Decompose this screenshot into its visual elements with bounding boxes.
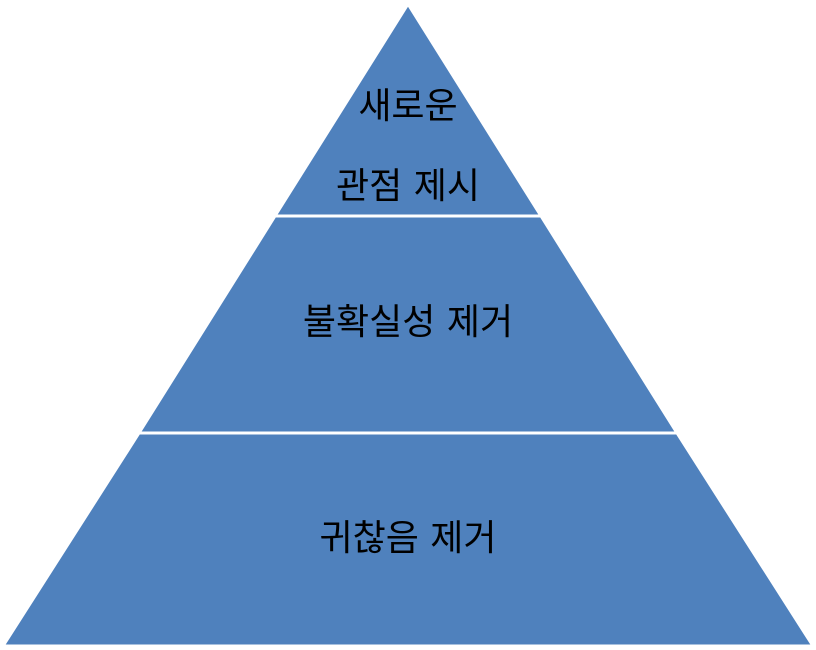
- pyramid-tier-top: 새로운 관점 제시: [272, 1, 544, 218]
- pyramid-tier-middle-label: 불확실성 제거: [303, 302, 513, 343]
- pyramid-tier-bottom-label: 귀찮음 제거: [319, 518, 496, 559]
- pyramid-tier-bottom-shape: [0, 431, 816, 648]
- pyramid-tier-top-label-line-2: 관점 제시: [336, 166, 480, 207]
- pyramid-tier-top-label-line-1: 새로운: [358, 86, 457, 127]
- pyramid-tier-bottom: 귀찮음 제거: [0, 431, 816, 648]
- pyramid-tier-middle: 불확실성 제거: [136, 214, 680, 435]
